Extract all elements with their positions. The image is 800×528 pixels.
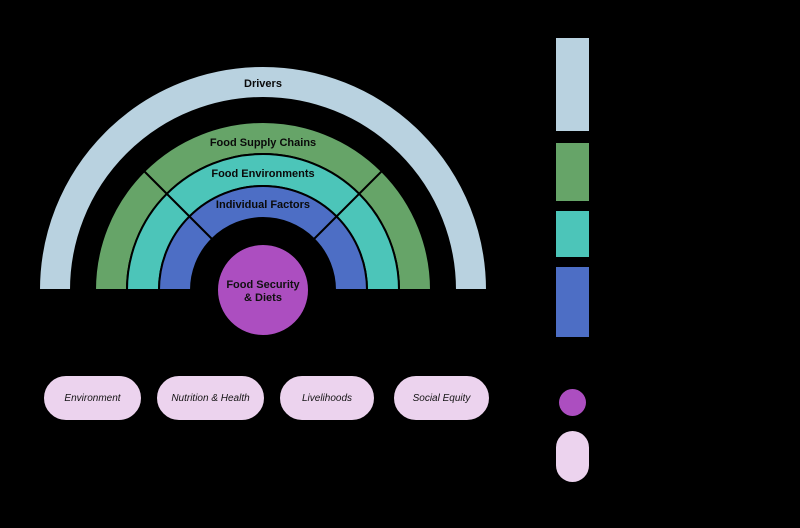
- arc-label-drivers: Drivers: [244, 78, 282, 90]
- arc-drivers: [37, 65, 489, 291]
- food-systems-rainbow-diagram: Drivers Food Supply Chains Food Environm…: [37, 65, 489, 337]
- center-label-line1: Food Security: [226, 279, 300, 291]
- outcome-pill-environment: Environment: [42, 374, 143, 422]
- legend-swatch-drivers: [556, 38, 589, 131]
- legend-swatch-food-supply-chains: [556, 143, 589, 201]
- outcome-pill-social-equity: Social Equity: [392, 374, 491, 422]
- center-circle-food-security: [216, 243, 310, 337]
- legend-swatch-outcomes: [556, 431, 589, 482]
- center-label-line2: & Diets: [244, 292, 282, 304]
- legend-swatch-food-environments: [556, 211, 589, 257]
- outcome-pill-label: Environment: [64, 392, 121, 404]
- legend-swatch-food-security-diets: [559, 389, 586, 416]
- legend-swatch-individual-factors: [556, 267, 589, 337]
- outcome-pill-label: Livelihoods: [301, 392, 353, 404]
- arc-label-food-environments: Food Environments: [211, 168, 314, 180]
- outcome-pill-nutrition-health: Nutrition & Health: [155, 374, 266, 422]
- outcome-pill-livelihoods: Livelihoods: [278, 374, 376, 422]
- arc-label-individual-factors: Individual Factors: [216, 199, 310, 211]
- outcome-pill-label: Nutrition & Health: [171, 392, 250, 404]
- segment-divider-right: [313, 170, 383, 240]
- outcome-pill-label: Social Equity: [412, 392, 471, 404]
- arc-individual-factors: [157, 185, 369, 291]
- arc-label-food-supply-chains: Food Supply Chains: [210, 137, 316, 149]
- segment-divider-left: [143, 170, 213, 240]
